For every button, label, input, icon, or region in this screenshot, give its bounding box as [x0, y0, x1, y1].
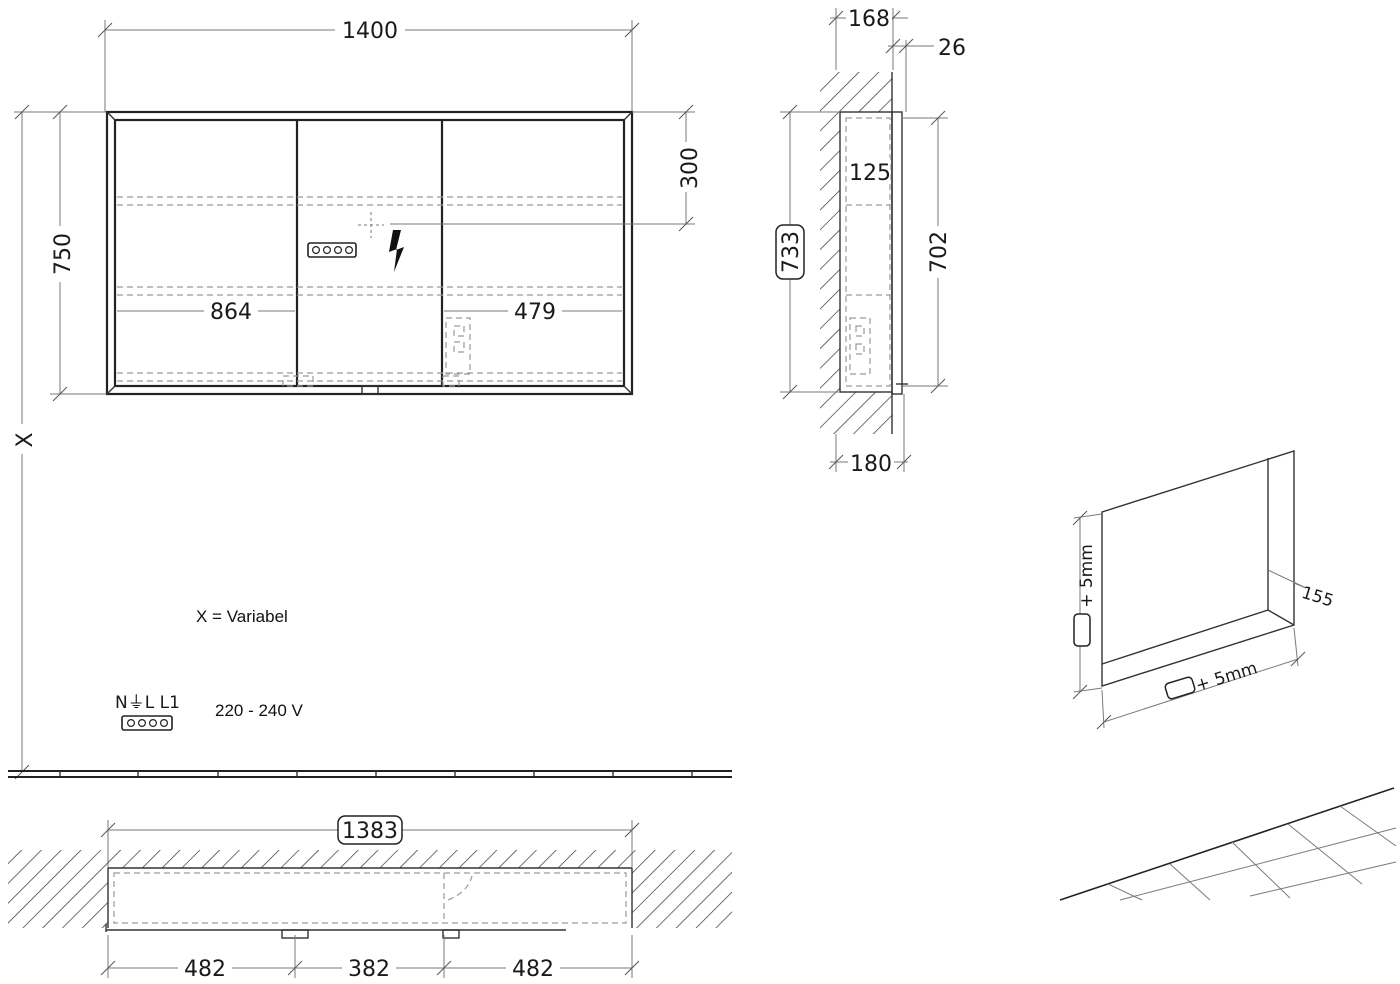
niche-isometric: + 5mm + 5mm 155 [1072, 450, 1336, 730]
top-view: 1383 482 382 482 [8, 815, 732, 983]
side-view: 168 26 125 733 702 [775, 4, 966, 477]
rounded-rect-icon-2 [1164, 676, 1196, 700]
offset-300-label: 300 [678, 147, 703, 189]
tolerance-horizontal-label: + 5mm [1193, 658, 1260, 696]
terminal-strip-icon [121, 715, 173, 731]
seg-right-label: 482 [512, 957, 554, 982]
boxed-height [775, 224, 805, 280]
door-left-width-label: 864 [210, 300, 252, 325]
x-label: X [13, 432, 38, 447]
terminal-labels: N⏚L L1 [115, 693, 180, 713]
wiring-legend: N⏚L L1 220 - 240 V [115, 693, 304, 731]
terminal-block-icon [307, 242, 357, 258]
floor-perspective [1059, 787, 1397, 901]
variable-note: X = Variabel [196, 607, 288, 626]
front-height-label: 750 [51, 233, 76, 275]
side-depth-bottom-label: 180 [850, 452, 892, 477]
niche-depth-label: 155 [1299, 583, 1336, 612]
side-frame-label: 26 [938, 36, 966, 61]
rounded-rect-icon [1073, 613, 1091, 647]
door-right-width-label: 479 [514, 300, 556, 325]
side-height-right-label: 702 [927, 231, 952, 273]
x-dimension: X [12, 104, 38, 780]
top-width-label: 1383 [342, 819, 398, 844]
front-view: 1400 750 [14, 14, 703, 402]
tolerance-vertical-label: + 5mm [1077, 544, 1097, 608]
seg-mid-label: 382 [348, 957, 390, 982]
side-height-boxed-label: 733 [779, 231, 804, 273]
side-inner-label: 125 [849, 161, 891, 186]
boxed-dimension [337, 815, 403, 845]
voltage-label: 220 - 240 V [215, 701, 304, 720]
floor-line [8, 770, 732, 778]
lightning-icon [389, 230, 404, 272]
side-depth-top-label: 168 [848, 7, 890, 32]
seg-left-label: 482 [184, 957, 226, 982]
front-width-label: 1400 [342, 19, 398, 44]
